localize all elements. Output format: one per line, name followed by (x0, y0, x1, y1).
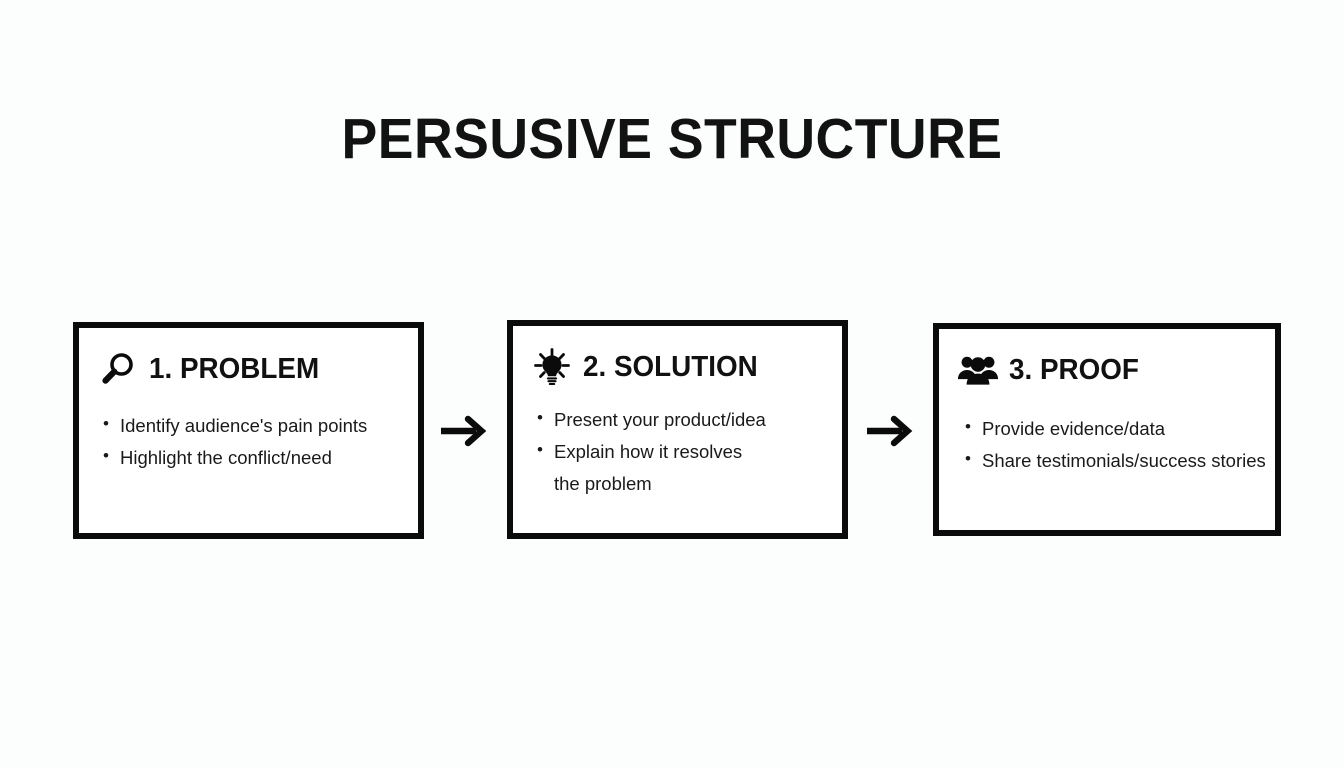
bullet-text: Provide evidence/data (982, 418, 1166, 439)
step-card-proof[interactable]: 3. PROOF Provide evidence/data Share tes… (933, 323, 1281, 536)
bullet-text: Identify audience's pain points (120, 415, 368, 436)
arrow-right-icon (862, 411, 918, 451)
step-card-solution[interactable]: 2. SOLUTION Present your product/idea Ex… (507, 320, 848, 539)
list-item: Share testimonials/success stories (965, 444, 1275, 477)
bullet-text: Present your product/idea (554, 409, 766, 430)
step-card-title: 1. PROBLEM (149, 352, 320, 385)
step-card-title: 3. PROOF (1009, 353, 1139, 386)
list-item: Identify audience's pain points (103, 409, 418, 442)
list-item: Present your product/idea (537, 403, 842, 436)
step-bullet-list: Provide evidence/data Share testimonials… (939, 391, 1275, 477)
lightbulb-icon (531, 346, 573, 388)
list-item: Highlight the conflict/need (103, 441, 418, 474)
arrow-right-icon (436, 411, 492, 451)
bullet-text: Highlight the conflict/need (120, 446, 332, 468)
step-card-title: 2. SOLUTION (583, 350, 758, 383)
step-card-header: 1. PROBLEM (79, 328, 418, 390)
page-title: PERSUSIVE STRUCTURE (341, 107, 1003, 171)
list-item: Provide evidence/data (965, 412, 1275, 445)
people-group-icon (957, 349, 999, 391)
step-card-problem[interactable]: 1. PROBLEM Identify audience's pain poin… (73, 322, 424, 539)
step-card-header: 2. SOLUTION (513, 326, 842, 388)
bullet-text: Explain how it resolves (554, 440, 743, 462)
process-flow: 1. PROBLEM Identify audience's pain poin… (0, 320, 1344, 550)
magnifier-icon (97, 348, 139, 390)
bullet-text: Share testimonials/success stories (982, 449, 1266, 471)
list-item: Explain how it resolves the problem (537, 435, 842, 500)
step-bullet-list: Identify audience's pain points Highligh… (79, 390, 418, 474)
bullet-text-continued: the problem (554, 472, 652, 494)
step-bullet-list: Present your product/idea Explain how it… (513, 388, 842, 499)
step-card-header: 3. PROOF (939, 329, 1275, 391)
